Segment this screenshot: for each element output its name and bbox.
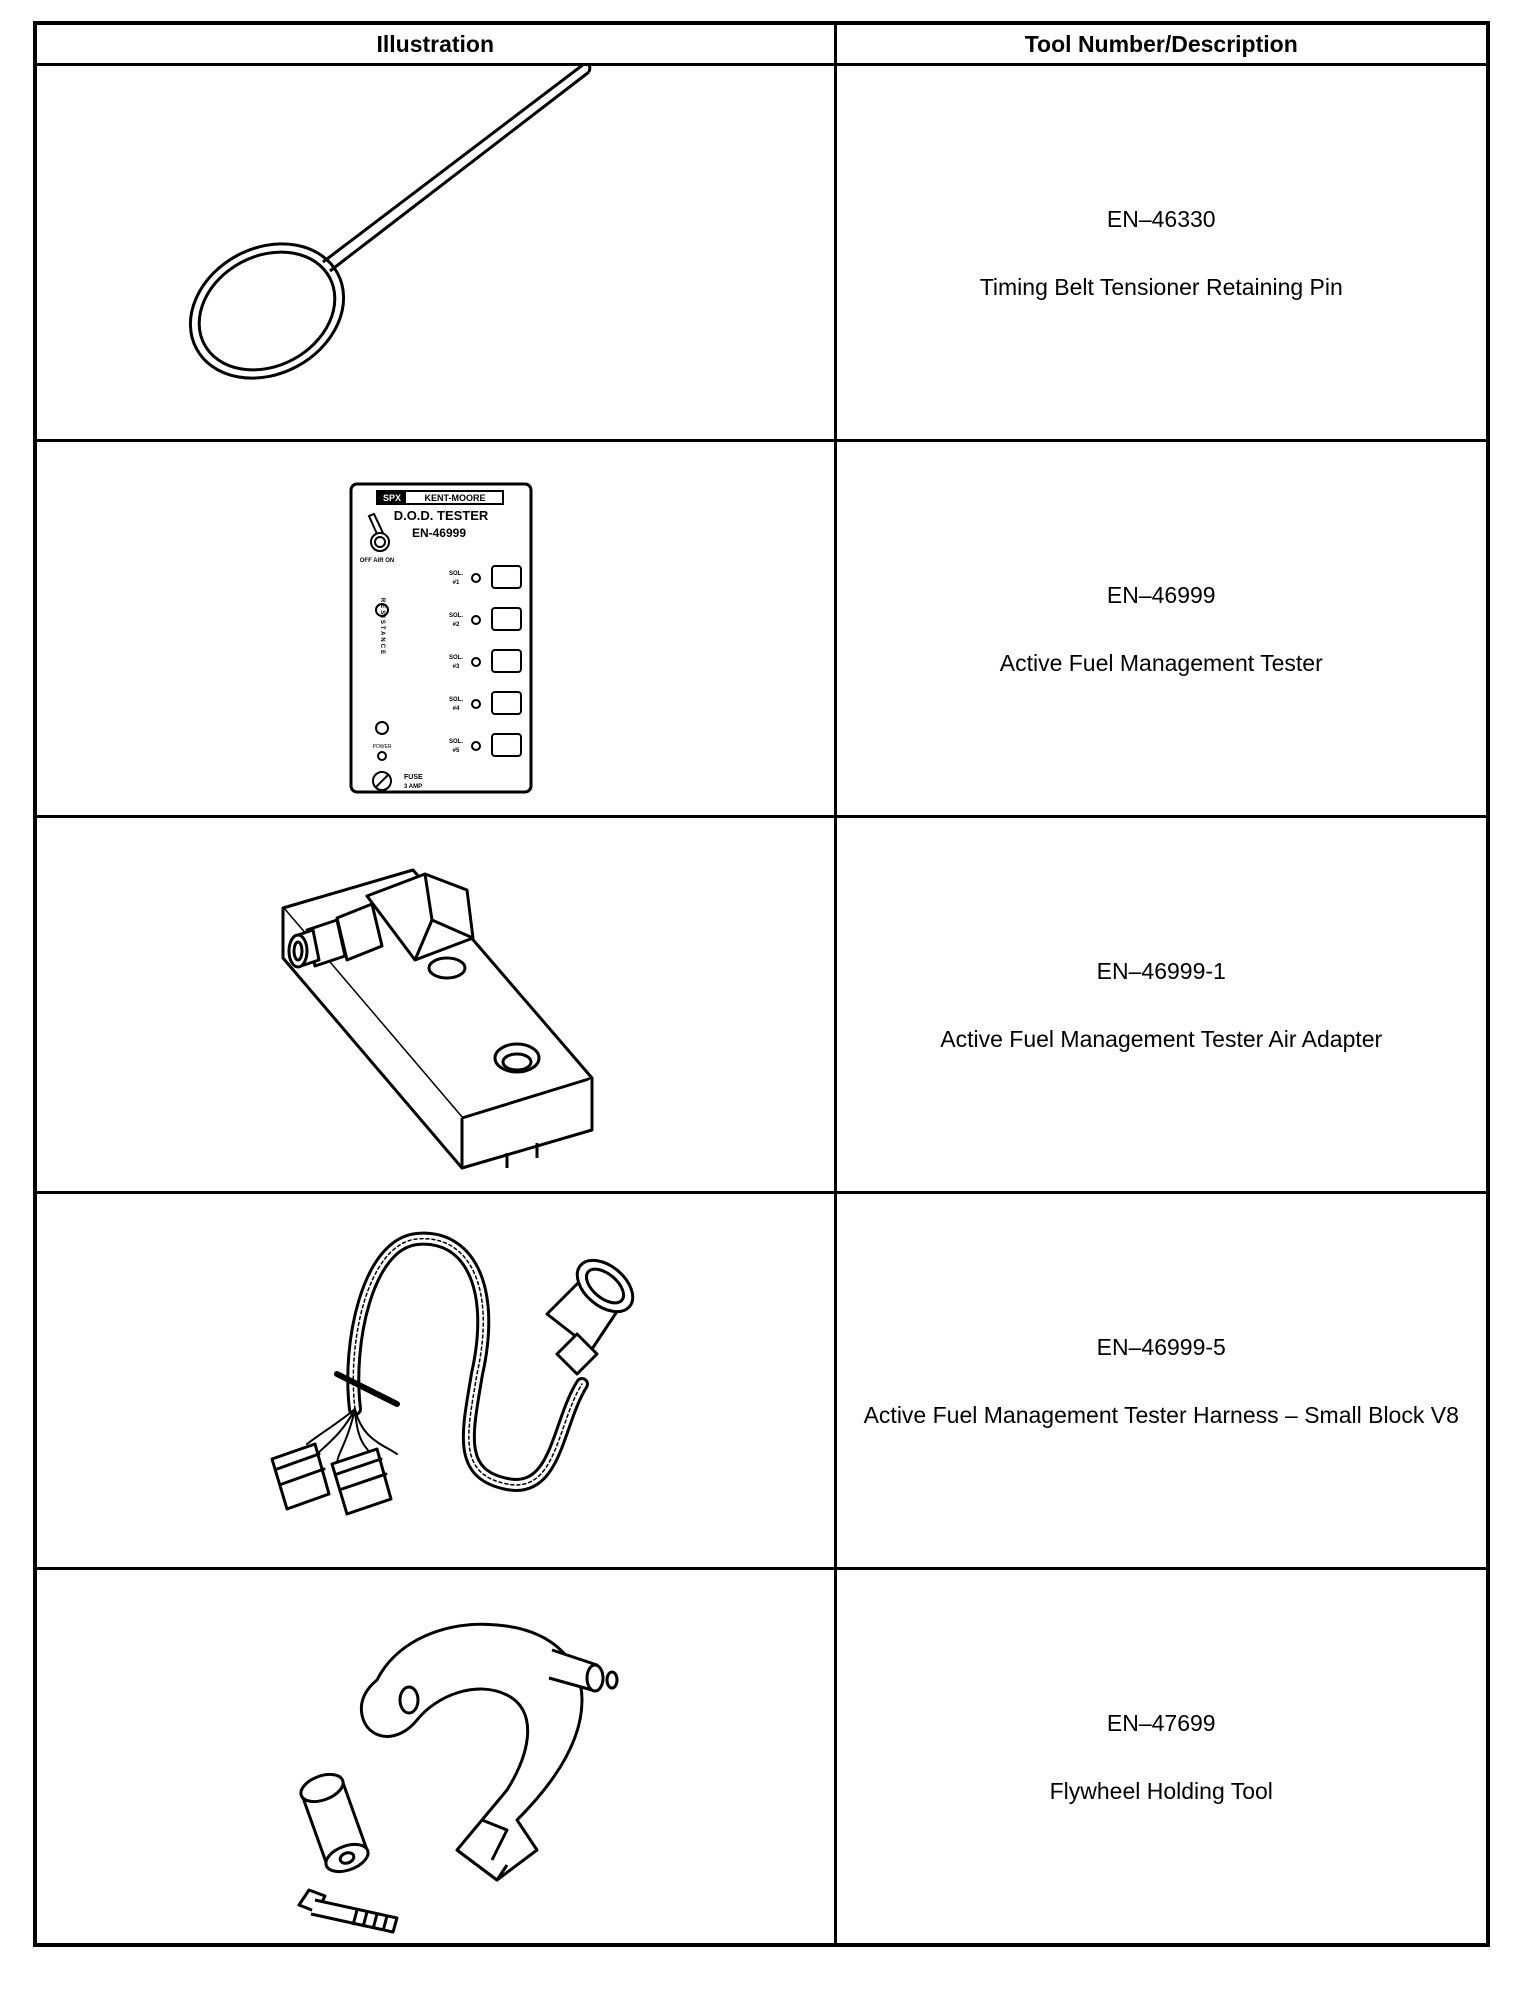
tool-description: Flywheel Holding Tool: [1049, 1777, 1273, 1804]
tool-number: EN–46999: [1106, 581, 1216, 608]
tool-description: Timing Belt Tensioner Retaining Pin: [979, 273, 1343, 300]
description-cell: EN–46999-1 Active Fuel Management Tester…: [833, 815, 1490, 1194]
brand-kent-moore: KENT-MOORE: [424, 493, 485, 503]
description-cell: EN–46999 Active Fuel Management Tester: [833, 439, 1490, 818]
power-label: POWER: [373, 744, 392, 750]
resistance-label: RESISTANCE: [379, 598, 385, 656]
sol-label: SOL.: [449, 613, 463, 619]
flywheel-holding-tool-illustration: [297, 1622, 619, 1934]
header-tool-number-description: Tool Number/Description: [833, 21, 1490, 66]
header-row: Illustration Tool Number/Description: [33, 21, 1490, 66]
solenoid-row: SOL. #3: [449, 649, 522, 673]
table-row: EN–46999-1 Active Fuel Management Tester…: [33, 815, 1490, 1194]
solenoid-row: SOL. #5: [449, 733, 522, 757]
air-adapter-illustration: [281, 868, 594, 1170]
illustration-cell: [33, 815, 837, 1194]
dod-tester-illustration: SPX KENT-MOORE D.O.D. TESTER EN-46999 OF…: [349, 482, 533, 794]
table-row: EN–46330 Timing Belt Tensioner Retaining…: [33, 63, 1490, 442]
fuse-icon: [372, 771, 392, 791]
description-cell: EN–47699 Flywheel Holding Tool: [833, 1567, 1490, 1947]
illustration-cell: [33, 63, 837, 442]
tool-number: EN–46999-1: [1096, 957, 1226, 984]
tool-number: EN–47699: [1106, 1709, 1216, 1736]
table-row: EN–47699 Flywheel Holding Tool: [33, 1567, 1490, 1947]
tool-description: Active Fuel Management Tester Harness – …: [863, 1401, 1459, 1428]
illustration-cell: SPX KENT-MOORE D.O.D. TESTER EN-46999 OF…: [33, 439, 837, 818]
fuse-rating: 3 AMP: [404, 784, 422, 790]
solenoid-row: SOL. #1: [449, 565, 522, 589]
tester-title: D.O.D. TESTER: [394, 508, 489, 523]
sol-number: #3: [453, 664, 460, 670]
retaining-pin-illustration: [188, 66, 592, 380]
table-row: EN–46999-5 Active Fuel Management Tester…: [33, 1191, 1490, 1570]
description-cell: EN–46999-5 Active Fuel Management Tester…: [833, 1191, 1490, 1570]
tester-model: EN-46999: [412, 526, 466, 540]
brand-spx: SPX: [383, 493, 401, 503]
illustration-cell: [33, 1567, 837, 1947]
tool-description: Active Fuel Management Tester: [999, 649, 1323, 676]
table-row: SPX KENT-MOORE D.O.D. TESTER EN-46999 OF…: [33, 439, 1490, 818]
tools-table: Illustration Tool Number/Description EN–…: [33, 21, 1490, 1947]
sol-label: SOL.: [449, 697, 463, 703]
tool-description: Active Fuel Management Tester Air Adapte…: [940, 1025, 1383, 1052]
sol-label: SOL.: [449, 571, 463, 577]
tool-number: EN–46330: [1106, 205, 1216, 232]
description-cell: EN–46330 Timing Belt Tensioner Retaining…: [833, 63, 1490, 442]
sol-number: #5: [453, 748, 460, 754]
fuse-label: FUSE: [404, 774, 423, 781]
sol-number: #2: [453, 622, 460, 628]
harness-illustration: [270, 1231, 635, 1516]
solenoid-row: SOL. #2: [449, 607, 522, 631]
sol-number: #1: [453, 580, 460, 586]
sol-label: SOL.: [449, 655, 463, 661]
sol-label: SOL.: [449, 739, 463, 745]
sol-number: #4: [453, 706, 460, 712]
switch-labels: OFF AIR ON: [360, 558, 394, 564]
illustration-cell: [33, 1191, 837, 1570]
toggle-switch-icon: [367, 512, 390, 552]
header-illustration: Illustration: [33, 21, 837, 66]
solenoid-row: SOL. #4: [449, 691, 522, 715]
tool-number: EN–46999-5: [1096, 1333, 1226, 1360]
